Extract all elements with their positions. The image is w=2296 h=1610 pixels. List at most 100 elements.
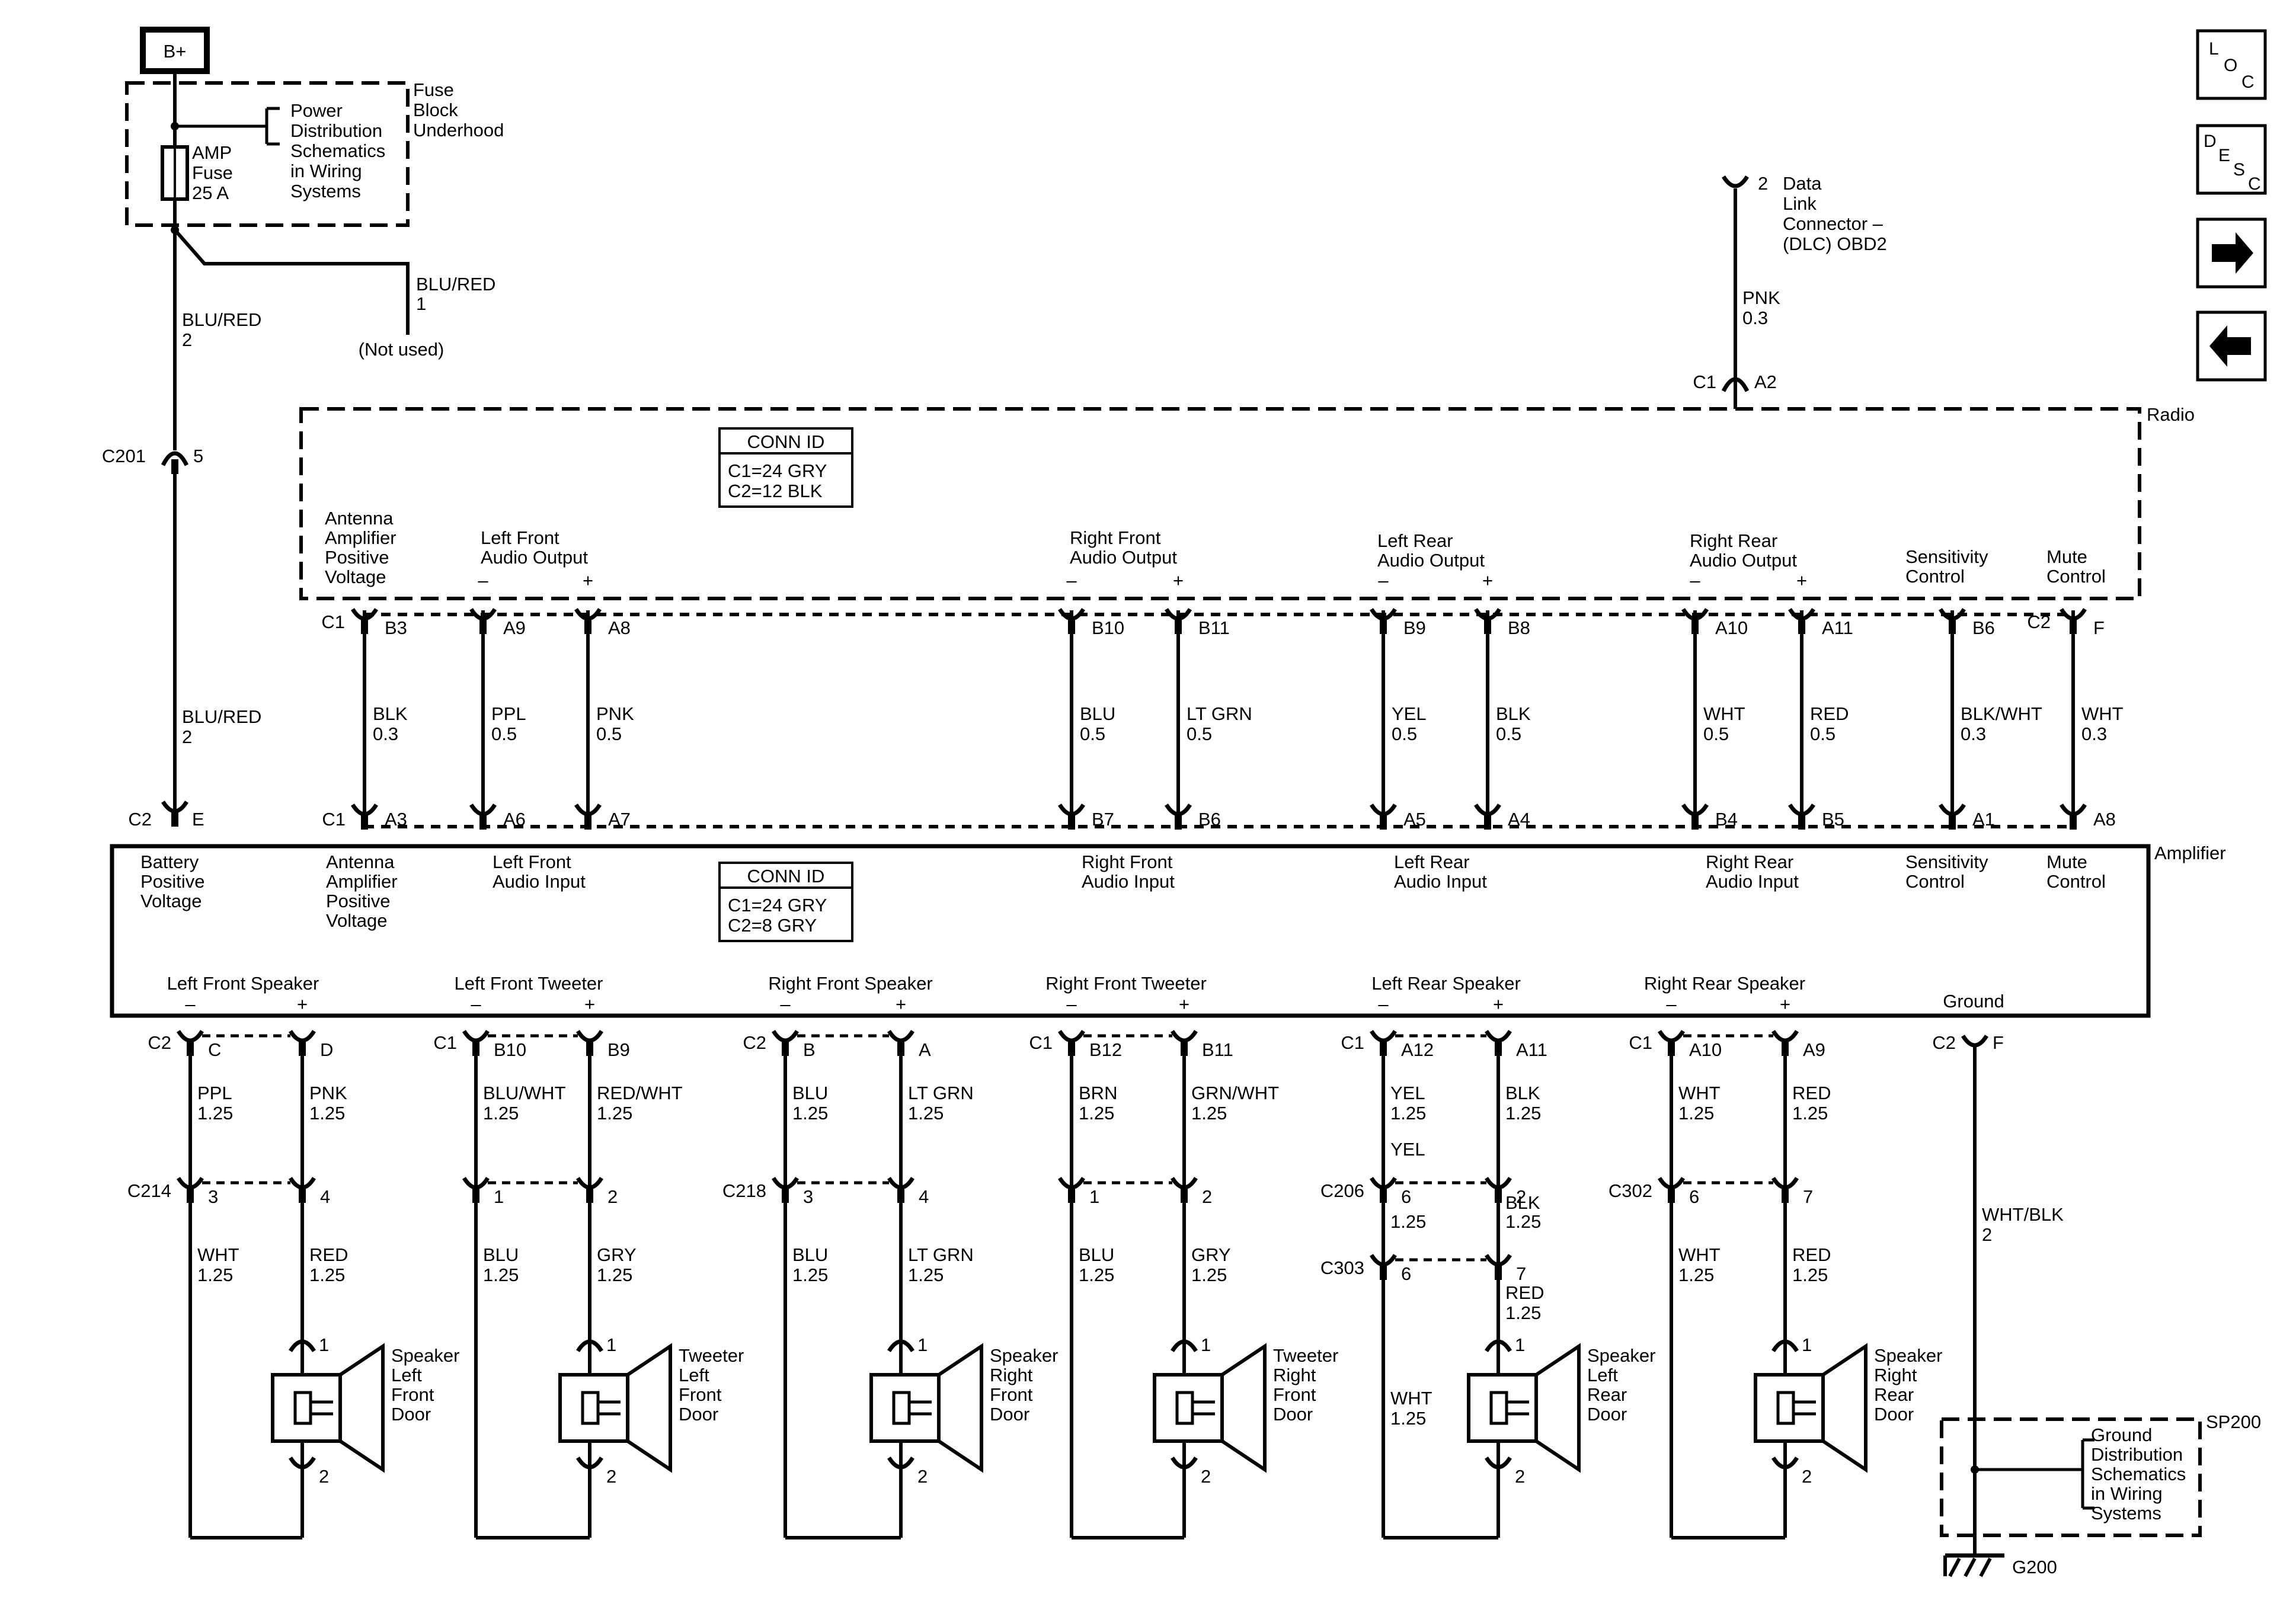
mid-wire-color: BLU (1080, 703, 1115, 724)
channel-amp-wire-color: PPL (197, 1083, 232, 1103)
amp-sens-1: Sensitivity (1905, 852, 1988, 872)
ground-circuit: C2 F WHT/BLK 2 SP200 Ground Distribution… (1932, 1032, 2261, 1577)
description-button[interactable]: D E S C (2196, 124, 2267, 195)
channel-conn: C2 (743, 1032, 766, 1053)
speaker-device-label: Rear (1587, 1384, 1627, 1405)
ground-pin: F (1993, 1032, 2004, 1053)
nav-buttons: L O C D E S C (2196, 29, 2267, 382)
radio-rf-2: Audio Output (1070, 547, 1177, 568)
channel-amp-pin: B11 (1202, 1039, 1233, 1060)
radio-pin-label: A10 (1715, 617, 1748, 638)
fuse-block-label-1: Fuse (413, 79, 454, 100)
channel-amp-wire-gauge: 1.25 (1191, 1103, 1227, 1124)
speaker-device-label: Front (1273, 1384, 1316, 1405)
channel-conn: C1 (1629, 1032, 1652, 1053)
polarity-mark: + (1482, 570, 1493, 591)
mid-wire-color: BLK (1496, 703, 1531, 724)
channel-amp-wire-gauge: 1.25 (597, 1103, 632, 1124)
main-wire2-color: BLU/RED (182, 706, 261, 727)
channel-inline-pin: 1 (1089, 1186, 1099, 1207)
power-source: B+ Fuse Block Underhood Power Distributi… (102, 27, 504, 815)
mid-wire-gauge: 0.5 (491, 724, 517, 744)
channel-amp-connector-icon (576, 1030, 603, 1043)
channel-amp-connector-icon (772, 1030, 799, 1043)
speaker-device-label: Door (1587, 1404, 1627, 1425)
channel-plus: + (1179, 994, 1189, 1014)
dlc-radio-connector-icon (1721, 377, 1750, 392)
radio-conn-id-1: C1=24 GRY (728, 460, 827, 481)
radio-amp-wires: B3A3BLK0.3A9A6PPL0.5A8A7PNK0.5B10B7BLU0.… (161, 570, 2124, 830)
speaker-pin1-connector-icon (1171, 1339, 1198, 1352)
speaker-pin2: 2 (606, 1466, 616, 1487)
mid-wire-gauge: 0.5 (1703, 724, 1729, 744)
channel-inline-pin: 2 (1202, 1186, 1212, 1207)
speaker-pin1: 1 (1802, 1334, 1812, 1355)
previous-button[interactable] (2196, 311, 2267, 382)
polarity-mark: – (1690, 570, 1700, 591)
speaker-device-label: Tweeter (679, 1345, 744, 1366)
speaker-device-label: Right (990, 1365, 1033, 1385)
channel-amp-wire-gauge: 1.25 (309, 1103, 345, 1124)
mid-wire-color: BLK (373, 703, 408, 724)
speaker-horn-icon (1220, 1343, 1267, 1473)
channel-spk-wire-gauge: 1.25 (1505, 1302, 1541, 1323)
speaker-pin1-connector-icon (1771, 1339, 1799, 1352)
mid-wire-color: BLK/WHT (1961, 703, 2042, 724)
speaker-horn-icon (1534, 1343, 1581, 1473)
speaker-device-label: Speaker (391, 1345, 459, 1366)
amp-out-ground: Ground (1943, 991, 2004, 1012)
radio-sens-1: Sensitivity (1905, 546, 1988, 567)
speaker-coil-icon (892, 1391, 911, 1425)
polarity-mark: – (1066, 570, 1077, 591)
main-wire2-num: 2 (182, 726, 192, 747)
radio-lr-2: Audio Output (1377, 550, 1485, 571)
radio-conn-id-title: CONN ID (747, 431, 825, 452)
speaker-pin2-connector-icon (887, 1457, 914, 1470)
channel-plus: + (1493, 994, 1504, 1014)
speaker-device-label: Door (391, 1404, 431, 1425)
channel-spk-wire-gauge: 1.25 (197, 1265, 233, 1285)
channel-amp-connector-icon (177, 1030, 204, 1043)
mid-wire-color: LT GRN (1187, 703, 1252, 724)
speaker-device-label: Door (1874, 1404, 1914, 1425)
mid-wire-gauge: 0.5 (1392, 724, 1417, 744)
channel-spk-wire-color: BLU (1079, 1244, 1114, 1265)
radio-lf-2: Audio Output (481, 547, 588, 568)
speaker-device-label: Left (391, 1365, 422, 1385)
channel-conn: C1 (433, 1032, 457, 1053)
radio-pin-label: B8 (1508, 617, 1530, 638)
speaker-pin2-connector-icon (1171, 1457, 1198, 1470)
channel-spk-wire-color: RED (1792, 1244, 1831, 1265)
ground-wire-gauge: 2 (1982, 1224, 1992, 1245)
channel-spk-wire-color: GRY (1191, 1244, 1231, 1265)
mid-wire-gauge: 0.5 (596, 724, 622, 744)
dlc-radio-pin: A2 (1754, 372, 1777, 392)
desc-s: S (2233, 160, 2245, 180)
mid-wire-gauge: 0.5 (1187, 724, 1212, 744)
amp-mute-1: Mute (2046, 852, 2087, 872)
ground-splice-box (1940, 1417, 2202, 1537)
speaker-device-label: Speaker (990, 1345, 1058, 1366)
speaker-device-label: Left (679, 1365, 709, 1385)
location-button[interactable]: L O C (2196, 29, 2267, 100)
channel-spk-wire-color: RED (309, 1244, 348, 1265)
channel-amp-wire-gauge: 1.25 (792, 1103, 828, 1124)
next-button[interactable] (2196, 217, 2267, 289)
channel-amp-connector-icon (1485, 1030, 1512, 1043)
dlc-label-1: Data (1783, 173, 1822, 194)
amp-antenna-1: Antenna (326, 852, 395, 872)
channel-minus: – (1666, 994, 1677, 1014)
channel-amp-pin: A10 (1689, 1039, 1722, 1060)
mid-wire-gauge: 0.5 (1810, 724, 1835, 744)
channel-amp-wire-color: GRN/WHT (1191, 1083, 1279, 1103)
main-wire-num: 2 (182, 329, 192, 350)
speaker-coil-icon (581, 1391, 600, 1425)
channel-amp-wire-color: BLU/WHT (483, 1083, 566, 1103)
mid-wire-gauge: 0.5 (1080, 724, 1105, 744)
radio-pin-label: F (2093, 617, 2105, 638)
amp-out-rf-tweeter: Right Front Tweeter (1045, 973, 1207, 994)
channel-minus: – (1378, 994, 1389, 1014)
speaker-pin1: 1 (917, 1334, 928, 1355)
amp-lf-1: Left Front (493, 852, 571, 872)
